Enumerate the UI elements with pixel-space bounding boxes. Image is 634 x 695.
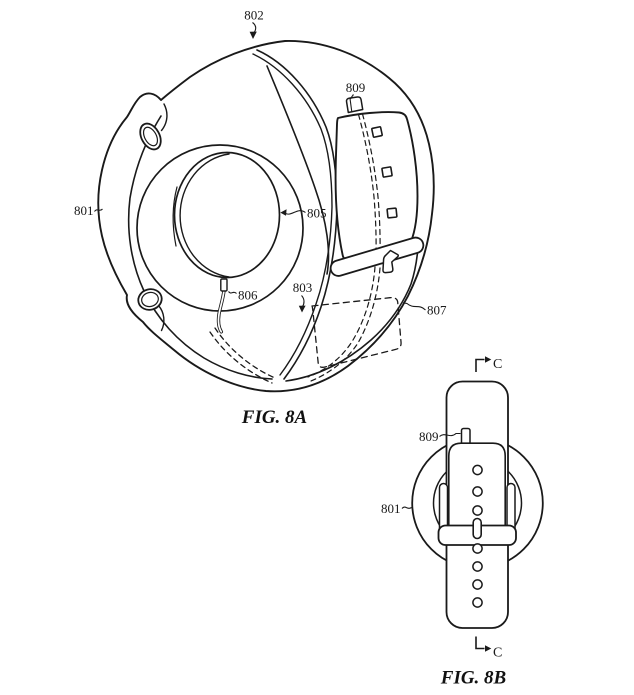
wire [216,278,228,334]
hidden-band-dashes [209,327,276,384]
band-tab [345,96,364,114]
section-line-bottom [475,636,485,650]
leader-809b [439,432,461,437]
fig-8b-drawing [411,380,544,629]
ref-label-807: 807 [427,303,447,318]
ref-label-801b: 801 [381,501,401,516]
upper-side-button [139,122,162,151]
hidden-strap-end-807 [311,296,402,368]
face-inner-ring [179,153,230,278]
section-arrow-bottom [485,645,492,652]
section-arrow-top [485,356,492,363]
leader-801b [401,506,412,509]
band-edge-inner [252,53,333,376]
strap-holes [472,464,483,608]
ref-label-801a: 801 [74,203,94,218]
ref-label-809a: 809 [346,80,366,95]
ref-label-802: 802 [244,8,264,23]
fig-8a-drawing [97,40,435,393]
arrowhead-805 [280,209,287,216]
lower-side-button [137,288,163,311]
section-letter-top: C [493,357,502,372]
watch-face-circle [173,151,281,279]
lower-button-crease [157,304,165,332]
fig-8a-annotations: 802 809 801 805 806 803 807 FIG. 8A [74,8,447,429]
caption-fig-8a: FIG. 8A [241,407,307,428]
ref-label-809b: 809 [419,429,439,444]
fig-8b-annotations: C C 809 801 FIG. 8B [381,356,506,689]
face-inner-ring-2 [172,186,178,247]
band-tab-top [460,427,471,446]
buckle-bar [329,236,425,277]
ref-label-806: 806 [238,288,258,303]
arrowhead-802 [249,31,257,39]
buckle-prong [382,249,400,274]
wire-connector [220,278,228,292]
leader-806 [228,291,237,294]
band-bottom-inner-edge [285,247,419,382]
leader-809a [349,94,354,100]
caption-fig-8b: FIG. 8B [440,668,506,689]
upper-button-crease [160,103,168,132]
arrowhead-803 [298,305,306,313]
leader-801a [94,208,103,212]
band-stitch-lower [307,266,381,382]
strap-square-holes [371,126,398,219]
band-stitch-upper [357,113,381,260]
ref-label-805: 805 [307,206,327,221]
ref-label-803: 803 [293,280,313,295]
section-letter-bottom: C [493,646,502,661]
section-line-top [475,358,485,372]
leader-807 [402,302,426,311]
buckle-prong-top-view [472,517,483,540]
